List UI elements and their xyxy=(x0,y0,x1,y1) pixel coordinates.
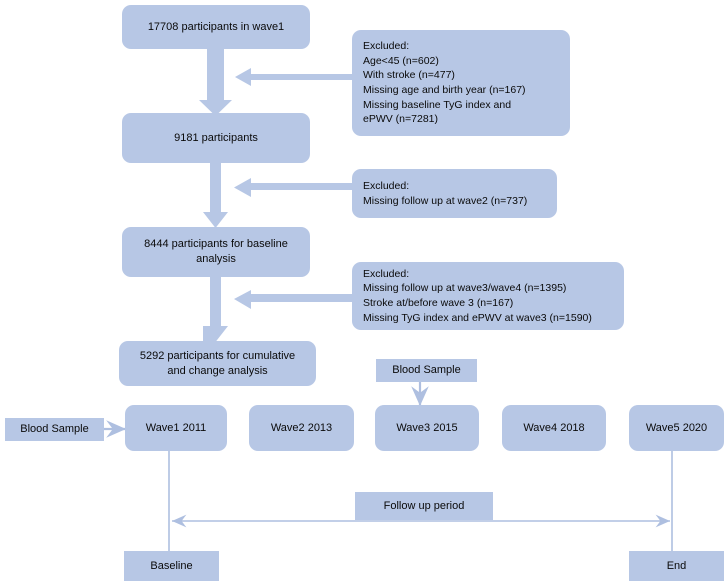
wave-box-wave2: Wave2 2013 xyxy=(249,405,354,451)
wave-box-wave3-label: Wave3 2015 xyxy=(396,421,458,434)
exclusion-box-2: Excluded: Missing follow up at wave2 (n=… xyxy=(352,169,557,218)
follow-up-period-box: Follow up period xyxy=(355,492,493,520)
exclusion-1-label: Excluded: Age<45 (n=602) With stroke (n=… xyxy=(363,40,526,126)
arrow-left-2 xyxy=(234,178,357,197)
baseline-label: Baseline xyxy=(150,559,193,572)
blood-sample-wave3-label: Blood Sample xyxy=(392,364,461,376)
node-wave1-total-label: 17708 participants in wave1 xyxy=(147,20,285,33)
arrow-down-2 xyxy=(203,163,228,228)
baseline-box: Baseline xyxy=(124,551,219,581)
node-wave1-total: 17708 participants in wave1 xyxy=(122,5,310,49)
follow-up-period-label: Follow up period xyxy=(383,499,465,512)
arrow-down-1 xyxy=(199,49,232,116)
node-8444: 8444 participants for baseline analysis xyxy=(122,227,310,277)
node-5292-label: 5292 participants for cumulative and cha… xyxy=(139,349,296,377)
wave-box-wave2-label: Wave2 2013 xyxy=(270,421,333,434)
wave-box-wave1: Wave1 2011 xyxy=(125,405,227,451)
end-box: End xyxy=(629,551,724,581)
exclusion-3-label: Excluded: Missing follow up at wave3/wav… xyxy=(363,267,592,324)
wave-box-wave4-label: Wave4 2018 xyxy=(523,421,585,434)
wave-box-wave5: Wave5 2020 xyxy=(629,405,724,451)
node-8444-label: 8444 participants for baseline analysis xyxy=(144,238,288,265)
node-9181-label: 9181 participants xyxy=(174,131,258,144)
blood-sample-wave3-box: Blood Sample xyxy=(376,359,477,382)
blood-sample-wave1-box: Blood Sample xyxy=(5,418,104,441)
wave-box-wave1-label: Wave1 2011 xyxy=(145,421,207,434)
blood-sample-wave1-label: Blood Sample xyxy=(20,423,89,435)
wave-box-wave3: Wave3 2015 xyxy=(375,405,479,451)
end-label: End xyxy=(666,559,687,572)
wave-box-wave4: Wave4 2018 xyxy=(502,405,606,451)
arrow-left-3 xyxy=(234,290,357,309)
node-5292: 5292 participants for cumulative and cha… xyxy=(119,341,316,386)
node-9181: 9181 participants xyxy=(122,113,310,163)
arrow-down-3 xyxy=(203,276,228,342)
exclusion-2-label: Excluded: Missing follow up at wave2 (n=… xyxy=(363,179,528,207)
arrow-left-1 xyxy=(235,68,357,86)
exclusion-box-1: Excluded: Age<45 (n=602) With stroke (n=… xyxy=(352,30,570,136)
exclusion-box-3: Excluded: Missing follow up at wave3/wav… xyxy=(352,262,624,330)
wave-box-wave5-label: Wave5 2020 xyxy=(645,421,708,434)
